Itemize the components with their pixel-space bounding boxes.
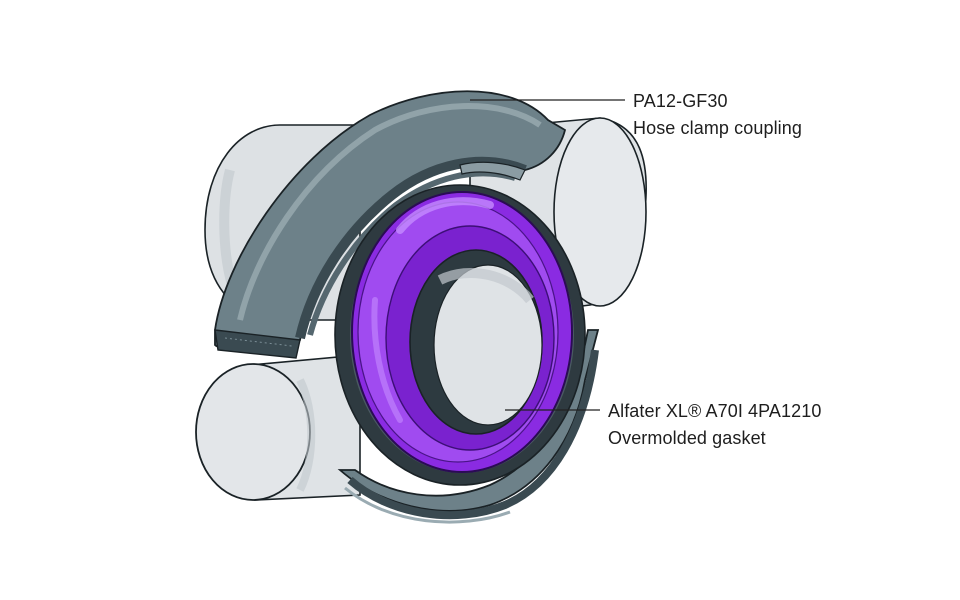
callout-gasket: Alfater XL® A70I 4PA1210 Overmolded gask… — [608, 398, 821, 452]
gasket — [351, 191, 573, 473]
gasket-description-label: Overmolded gasket — [608, 428, 766, 448]
clamp-lower-half — [337, 329, 600, 524]
gasket-material-label: Alfater XL® A70I 4PA1210 — [608, 401, 822, 421]
clamp-description-label: Hose clamp coupling — [633, 118, 802, 138]
clamp-material-label: PA12-GF30 — [633, 91, 728, 111]
callout-clamp: PA12-GF30 Hose clamp coupling — [633, 88, 802, 142]
pipe-left-lower — [195, 354, 361, 501]
clamp-upper-half — [214, 90, 567, 359]
